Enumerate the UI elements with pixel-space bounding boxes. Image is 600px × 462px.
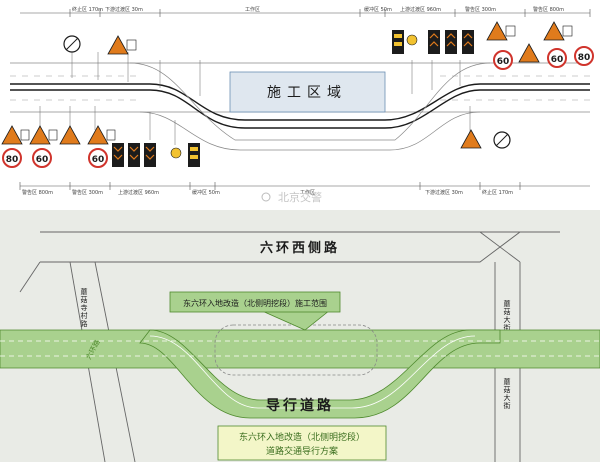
dim-label-top-4: 上游过渡区 960m	[400, 6, 441, 13]
east-road-label-lower: 蘑菇大街	[503, 377, 511, 410]
sign-speed-limit-top-right-1: 60	[493, 50, 513, 70]
map-roads	[19, 231, 560, 462]
barrier-bottom-left-3	[144, 143, 156, 167]
dim-label-top-3: 缓冲区 50m	[364, 6, 392, 13]
top-sign-posts	[39, 52, 471, 145]
work-zone-box	[229, 71, 386, 113]
barrier-top-right-3	[445, 30, 457, 54]
top-detour-lanes	[10, 83, 590, 129]
dim-label-bottom-4: 工作区	[300, 189, 315, 196]
sign-warning-top-left	[107, 35, 137, 55]
top-lane-dashes	[10, 75, 590, 101]
watermark-text: 北京交警	[278, 190, 322, 204]
sign-speed-limit-bottom-left-3: 60	[88, 148, 108, 168]
plan-title-line-2: 道路交通导行方案	[266, 445, 338, 457]
speed-limit-value: 60	[497, 57, 510, 67]
barrier-top-right-1	[392, 30, 404, 54]
sign-warning-bottom-left-2	[29, 125, 58, 145]
dim-label-bottom-0: 警告区 800m	[22, 189, 53, 196]
speed-limit-value: 60	[92, 155, 105, 165]
dim-label-bottom-2: 上游过渡区 960m	[118, 189, 159, 196]
barrier-top-right-4	[462, 30, 474, 54]
barrier-bottom-left-2	[128, 143, 140, 167]
top-dimension-labels: 终止区 170m 下游过渡区 30m 工作区 缓冲区 50m 上游过渡区 960…	[22, 6, 564, 196]
watermark: 北京交警	[261, 190, 322, 204]
sign-speed-limit-top-right-3: 80	[574, 46, 594, 66]
dim-label-top-5: 警告区 300m	[465, 6, 496, 13]
construction-label: 东六环入地改造（北侧明挖段）施工范围	[183, 298, 327, 308]
speed-limit-value: 60	[551, 55, 564, 65]
construction-callout: 东六环入地改造（北侧明挖段）施工范围	[169, 291, 341, 331]
sign-no-overtake-top-left	[63, 35, 81, 53]
detour-label: 导行道路	[266, 397, 334, 414]
sign-warning-top-right-2	[518, 43, 540, 63]
ring-road-lanes	[0, 340, 600, 357]
sign-warning-bottom-left-4	[87, 125, 116, 145]
sign-speed-limit-bottom-left-1: 80	[2, 148, 22, 168]
sign-speed-limit-bottom-left-2: 60	[32, 148, 52, 168]
dim-label-bottom-1: 警告区 300m	[72, 189, 103, 196]
dim-label-bottom-6: 终止区 170m	[482, 189, 513, 196]
sign-warning-bottom-left-1	[1, 125, 30, 145]
dim-label-top-0: 终止区 170m	[72, 6, 103, 13]
plan-title-line-1: 东六环入地改造（北侧明挖段）	[239, 431, 365, 443]
sign-warning-bottom-right	[460, 129, 482, 149]
barrier-bottom-left-1	[112, 143, 124, 167]
speed-limit-value: 80	[578, 53, 591, 63]
sign-warning-top-right	[486, 21, 516, 41]
west-road-label: 蘑菇寺村路	[80, 287, 88, 328]
barrier-bottom-left-4	[188, 143, 200, 167]
north-road-label: 六环西侧路	[260, 240, 340, 256]
plan-title-box: 东六环入地改造（北侧明挖段） 道路交通导行方案	[217, 425, 387, 461]
barrier-top-right-2	[428, 30, 440, 54]
sign-speed-limit-top-right-2: 60	[547, 48, 567, 68]
detour-road-lanes	[149, 335, 476, 409]
dim-label-top-6: 警告区 800m	[533, 6, 564, 13]
sign-warning-top-right-3	[543, 21, 573, 41]
top-dimension-ruler	[20, 12, 590, 187]
dim-label-top-2: 工作区	[245, 6, 260, 13]
dim-label-bottom-5: 下游过渡区 30m	[425, 189, 463, 196]
ruler-ticks-top	[19, 9, 591, 190]
top-detour-edges	[129, 62, 491, 151]
work-zone-label: 施工区域	[267, 85, 347, 101]
speed-limit-value: 80	[6, 155, 19, 165]
speed-limit-value: 60	[36, 155, 49, 165]
detour-road-band	[139, 329, 501, 419]
east-road-label-upper: 蘑菇大街	[503, 299, 511, 332]
sign-yellow-beacon-bottom-left	[170, 147, 182, 159]
dim-label-top-1: 下游过渡区 30m	[105, 6, 143, 13]
sign-yellow-beacon-top-right	[406, 34, 418, 46]
dim-label-bottom-3: 缓冲区 50m	[192, 189, 220, 196]
sign-warning-bottom-left-3	[59, 125, 81, 145]
sign-no-overtake-bottom-right	[493, 131, 511, 149]
